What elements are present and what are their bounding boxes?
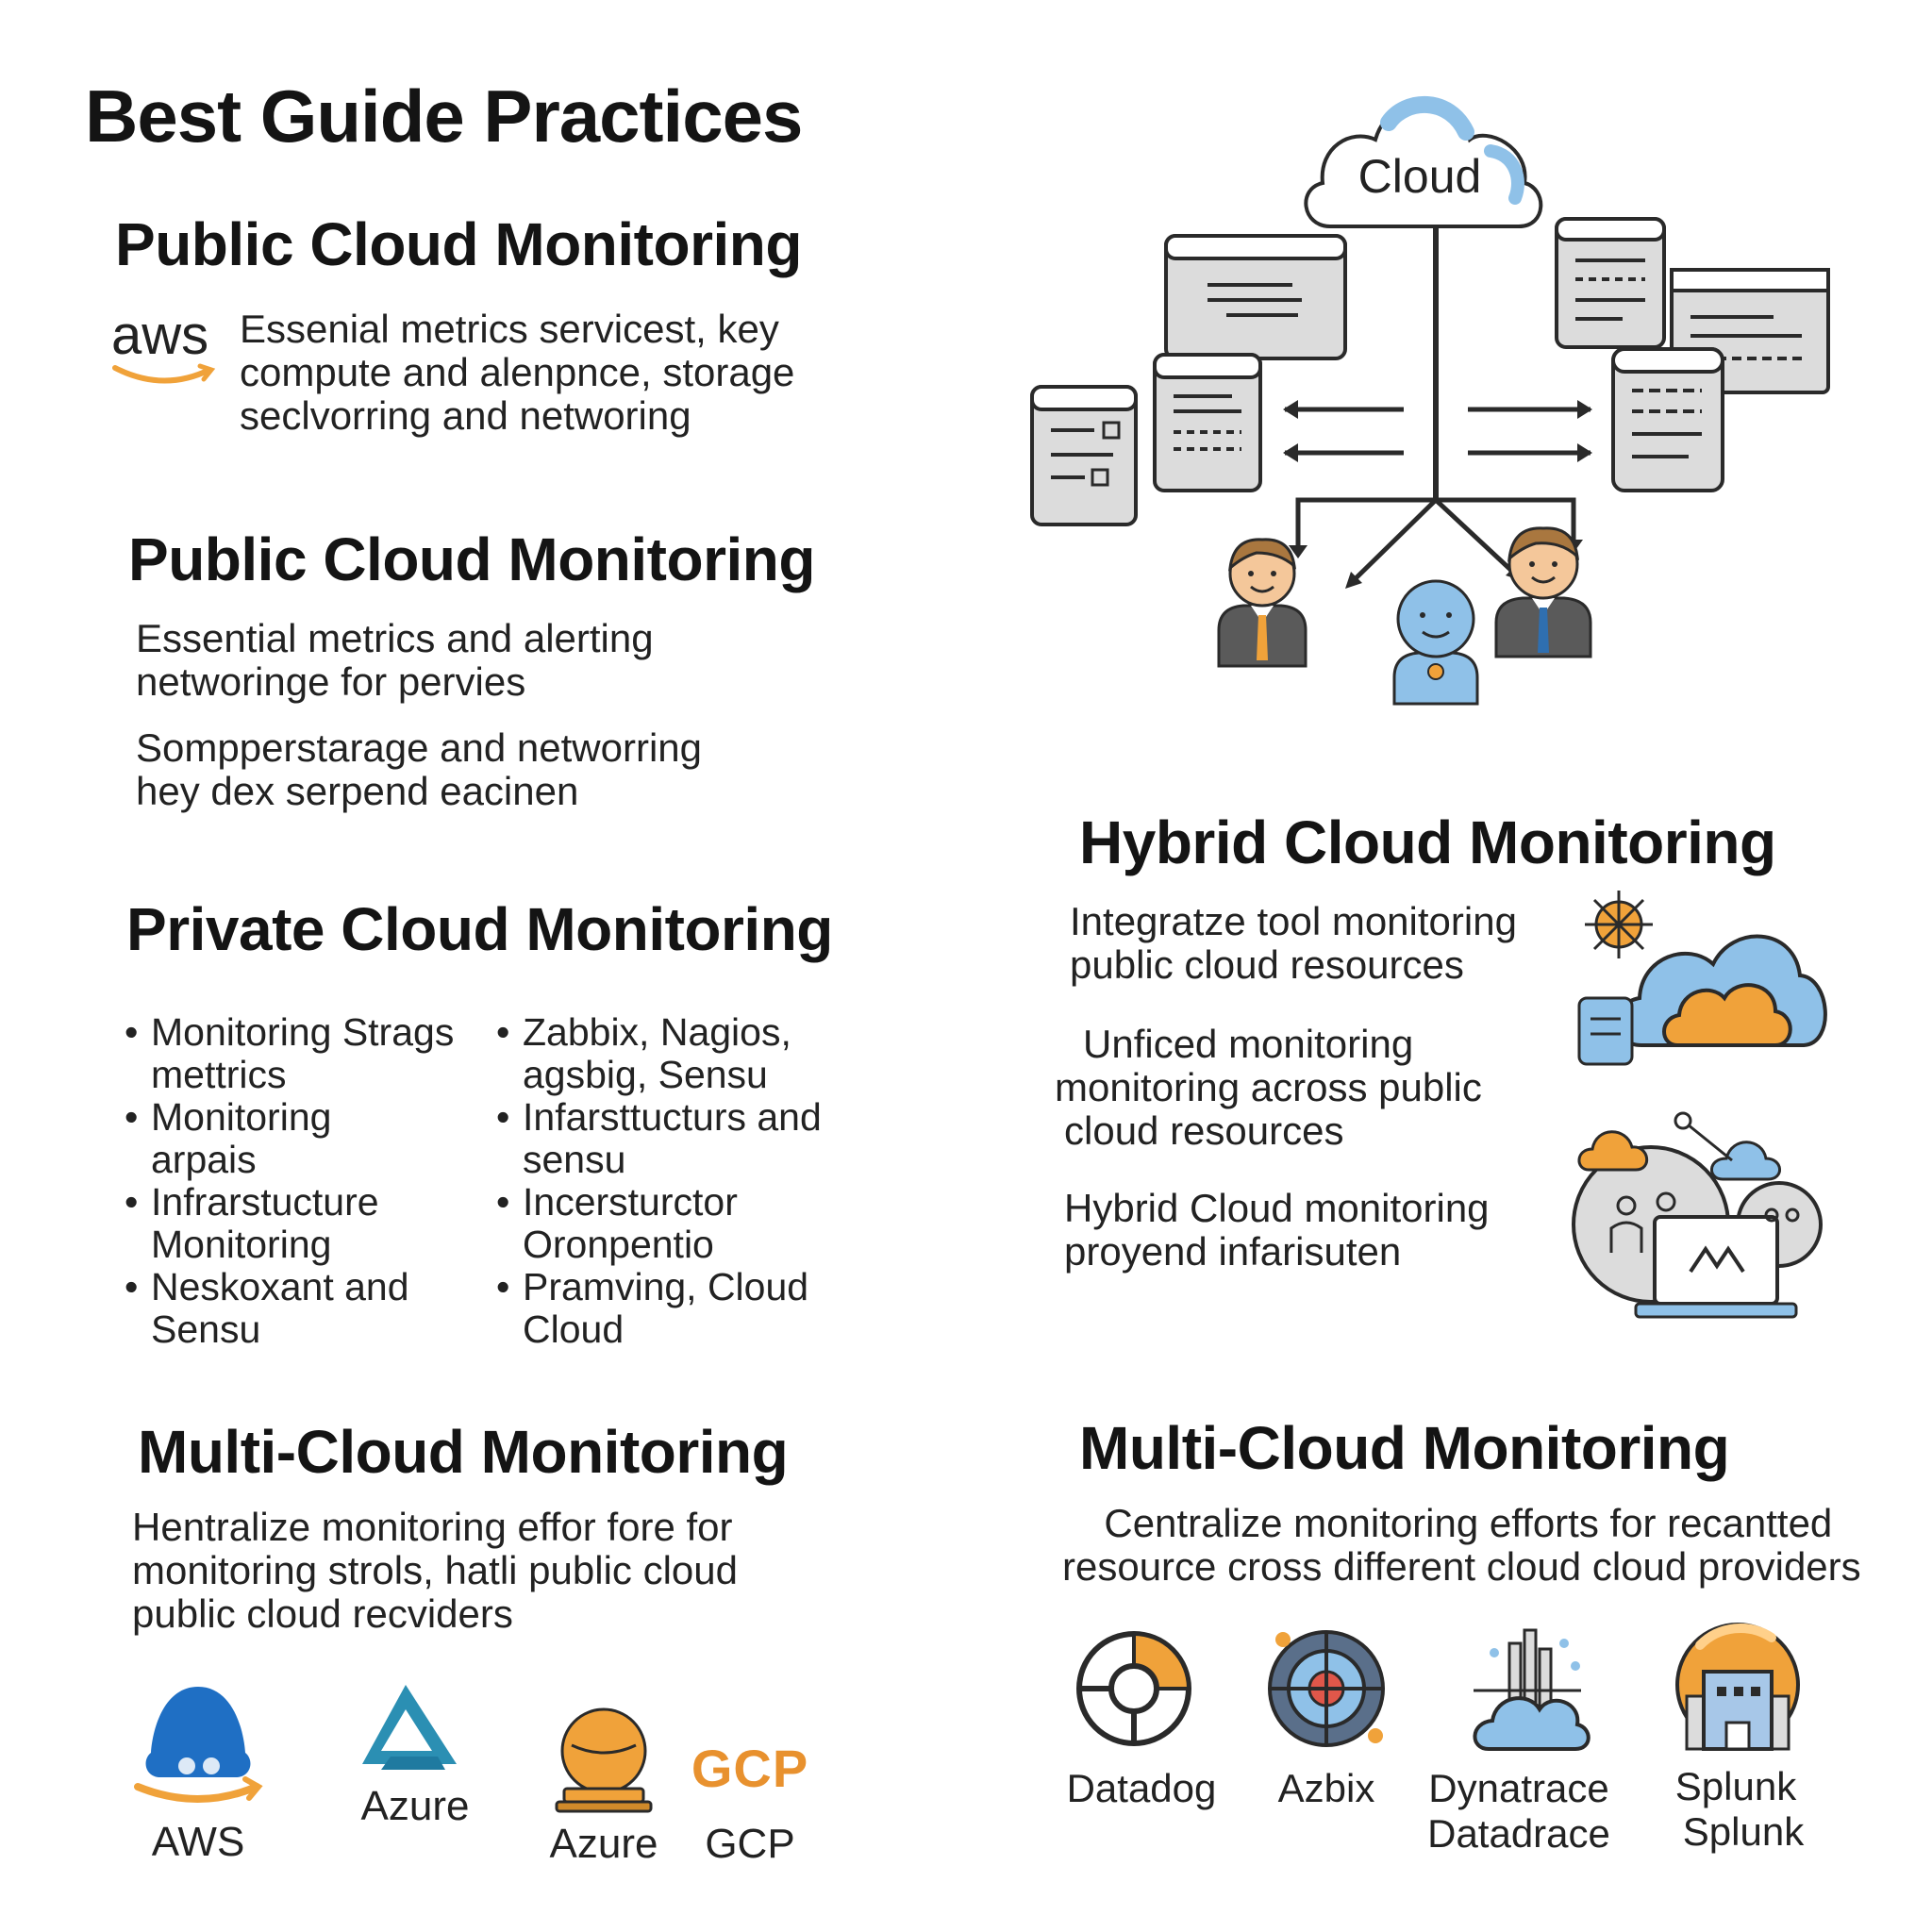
hybrid-paragraph-3: Hybrid Cloud monitoring proyend infarisu… (1064, 1186, 1490, 1274)
public-cloud-2-paragraph-2: Sompperstarage and networring hey dex se… (136, 725, 703, 813)
hybrid-cloud-heading: Hybrid Cloud Monitoring (1079, 808, 1776, 876)
datadog-icon (1076, 1631, 1191, 1746)
multi-cloud-left-description: Hentralize monitoring effor fore for mon… (132, 1505, 738, 1636)
public-cloud-heading-2: Public Cloud Monitoring (128, 525, 815, 593)
person-icon (1392, 579, 1479, 706)
hybrid-monitoring-illustration (1572, 1111, 1823, 1319)
tool-splunk: Splunk Splunk (1641, 1621, 1830, 1870)
provider-label: AWS (151, 1819, 245, 1865)
person-icon (1217, 538, 1307, 668)
public-cloud-heading-1: Public Cloud Monitoring (115, 210, 802, 278)
server-card-icon (1611, 347, 1724, 492)
tool-label: Splunk (1674, 1764, 1797, 1808)
tool-label: Datadog (1066, 1766, 1217, 1810)
tool-azbix: Azbix (1251, 1624, 1402, 1832)
tool-dynatrace: Dynatrace Datadrace (1424, 1624, 1613, 1870)
private-right-bullets: Zabbix, Nagios,agsbig, Sensu Infarsttuct… (496, 1011, 874, 1351)
provider-aws: AWS (132, 1679, 264, 1887)
tool-label-secondary: Datadrace (1427, 1811, 1610, 1856)
provider-azure-orb: Azure (538, 1698, 670, 1896)
multi-cloud-right-description: Centralize monitoring efforts for recant… (1062, 1501, 1861, 1589)
provider-label: Azure (360, 1783, 470, 1829)
cloud-label: Cloud (1357, 150, 1482, 203)
hybrid-paragraph-1: Integratze tool monitoring public cloud … (1070, 899, 1517, 987)
list-item: Zabbix, Nagios,agsbig, Sensu (496, 1011, 874, 1096)
azure-orb-icon (555, 1707, 653, 1813)
person-icon (1494, 526, 1592, 658)
provider-azure: Azure (340, 1681, 491, 1889)
private-cloud-heading: Private Cloud Monitoring (126, 895, 833, 963)
splunk-icon (1675, 1623, 1800, 1751)
provider-label: GCP (705, 1821, 795, 1867)
dynatrace-icon (1473, 1628, 1591, 1751)
tool-datadog: Datadog (1057, 1628, 1226, 1836)
multi-cloud-heading-right: Multi-Cloud Monitoring (1079, 1414, 1730, 1482)
server-card-icon (1164, 234, 1347, 360)
laptop-icon (1634, 1215, 1798, 1319)
server-card-icon (1555, 217, 1666, 349)
public-cloud-2-paragraph-1: Essential metrics and alerting networing… (136, 616, 654, 704)
aws-logo: aws (111, 304, 225, 398)
page-title: Best Guide Practices (85, 75, 803, 158)
cloud-architecture-diagram (1030, 95, 1830, 706)
server-card-icon (1030, 385, 1138, 526)
cloud-icon (1304, 95, 1543, 228)
tool-label-secondary: Splunk (1682, 1809, 1805, 1854)
multi-cloud-heading-left: Multi-Cloud Monitoring (138, 1418, 789, 1486)
provider-gcp: GCP GCP (689, 1738, 811, 1889)
aws-icon (134, 1687, 263, 1803)
gcp-icon: GCP (691, 1739, 809, 1798)
aws-smile-icon (112, 363, 216, 384)
device-icon (1577, 996, 1634, 1066)
people-icon (1609, 1191, 1800, 1253)
azbix-icon (1268, 1630, 1385, 1747)
server-card-icon (1153, 353, 1262, 492)
tool-label: Dynatrace (1428, 1766, 1609, 1810)
hybrid-paragraph-2: Unficed monitoring monitoring across pub… (1055, 1022, 1482, 1153)
azure-icon (362, 1685, 457, 1770)
gear-icon (1585, 891, 1653, 958)
tool-label: Azbix (1277, 1766, 1375, 1810)
public-cloud-1-description: Essenial metrics servicest, key compute … (240, 307, 795, 438)
aws-logo-text: aws (111, 305, 209, 366)
provider-label: Azure (549, 1821, 658, 1867)
cloud-icon (1577, 1130, 1781, 1181)
cloud-icon (1615, 934, 1827, 1047)
hybrid-cloud-illustration (1577, 891, 1827, 1066)
